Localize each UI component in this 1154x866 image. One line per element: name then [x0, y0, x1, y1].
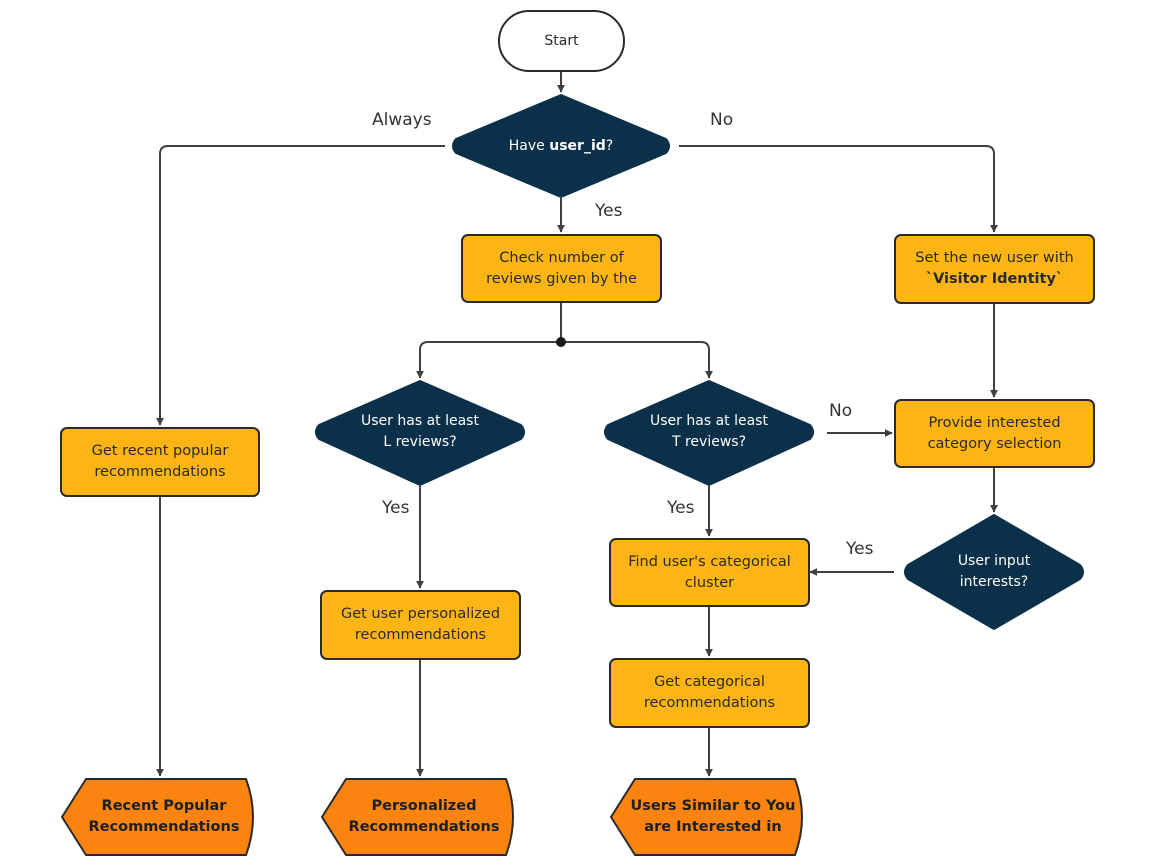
decision-user-id-text: Have user_id?: [508, 137, 614, 154]
edge-no-visitor: [679, 145, 998, 233]
edge-label-no-mid: No: [829, 401, 853, 421]
decision-interests: User input interests?: [914, 550, 1074, 594]
start-label: Start: [544, 32, 579, 49]
categorical-line1: Get categorical: [654, 674, 765, 690]
edge-split-right: [561, 341, 713, 379]
output-personalized-shape: [321, 778, 514, 856]
output-recent-shape: [61, 778, 254, 856]
provide-category-line2: category selection: [927, 435, 1062, 452]
output-recent-line1: Recent Popular: [101, 798, 227, 814]
decision-l-line2: L reviews?: [383, 434, 457, 450]
categorical-line2: recommendations: [643, 695, 776, 711]
find-cluster-box: Find user's categorical cluster: [609, 538, 810, 607]
edge-label-yes-t: Yes: [667, 498, 695, 518]
decision-interests-shape: [904, 514, 1084, 630]
edge-label-no-top: No: [710, 110, 734, 130]
decision-user-id: Have user_id?: [470, 124, 652, 168]
decision-l-reviews: User has at least L reviews?: [330, 410, 510, 454]
visitor-identity-box: Set the new user with `Visitor Identity`: [894, 234, 1095, 304]
output-similar: Users Similar to You are Interested in: [624, 795, 802, 839]
output-similar-shape: [610, 778, 803, 856]
output-personalized: Personalized Recommendations: [338, 795, 510, 839]
personalized-line1: Get user personalized: [340, 606, 501, 622]
edge-split-left: [416, 341, 561, 379]
find-cluster-line1: Find user's categorical: [628, 553, 791, 570]
output-personalized-line1: Personalized: [371, 798, 477, 814]
decision-t-line2: T reviews?: [671, 434, 747, 450]
decision-interests-line2: interests?: [959, 574, 1029, 590]
provide-category-box: Provide interested category selection: [894, 399, 1095, 468]
edge-label-always: Always: [372, 110, 432, 130]
personalized-line2: recommendations: [354, 627, 487, 643]
find-cluster-line2: cluster: [684, 574, 735, 591]
personalized-box: Get user personalized recommendations: [320, 590, 521, 660]
output-personalized-line2: Recommendations: [348, 819, 500, 835]
visitor-identity-line2: `Visitor Identity`: [925, 271, 1064, 287]
recent-popular-line1: Get recent popular: [91, 443, 229, 459]
check-reviews-box: Check number of reviews given by the: [461, 234, 662, 303]
decision-l-reviews-shape: [315, 380, 525, 486]
visitor-identity-line1: Set the new user with: [915, 250, 1074, 266]
decision-t-line1: User has at least: [650, 413, 768, 429]
decision-t-reviews-shape: [604, 380, 814, 486]
output-recent-line2: Recommendations: [88, 819, 240, 835]
categorical-box: Get categorical recommendations: [609, 658, 810, 728]
provide-category-line1: Provide interested: [928, 414, 1061, 431]
decision-t-reviews: User has at least T reviews?: [619, 410, 799, 454]
check-reviews-line2: reviews given by the: [486, 270, 637, 287]
recent-popular-box: Get recent popular recommendations: [60, 427, 260, 497]
decision-interests-line1: User input: [957, 553, 1031, 569]
edge-label-yes-l: Yes: [382, 498, 410, 518]
edge-label-yes-interest: Yes: [846, 539, 874, 559]
decision-user-id-shape: [452, 94, 670, 198]
output-similar-line1: Users Similar to You: [630, 798, 796, 814]
output-similar-line2: are Interested in: [644, 819, 782, 835]
recent-popular-line2: recommendations: [94, 464, 226, 480]
edge-always: [156, 145, 445, 426]
check-reviews-line1: Check number of: [499, 249, 624, 266]
edge-label-yes-top: Yes: [595, 201, 623, 221]
output-recent: Recent Popular Recommendations: [78, 795, 250, 839]
start-terminal: Start: [498, 10, 625, 72]
decision-l-line1: User has at least: [361, 413, 479, 429]
junction-dot: [556, 337, 566, 347]
